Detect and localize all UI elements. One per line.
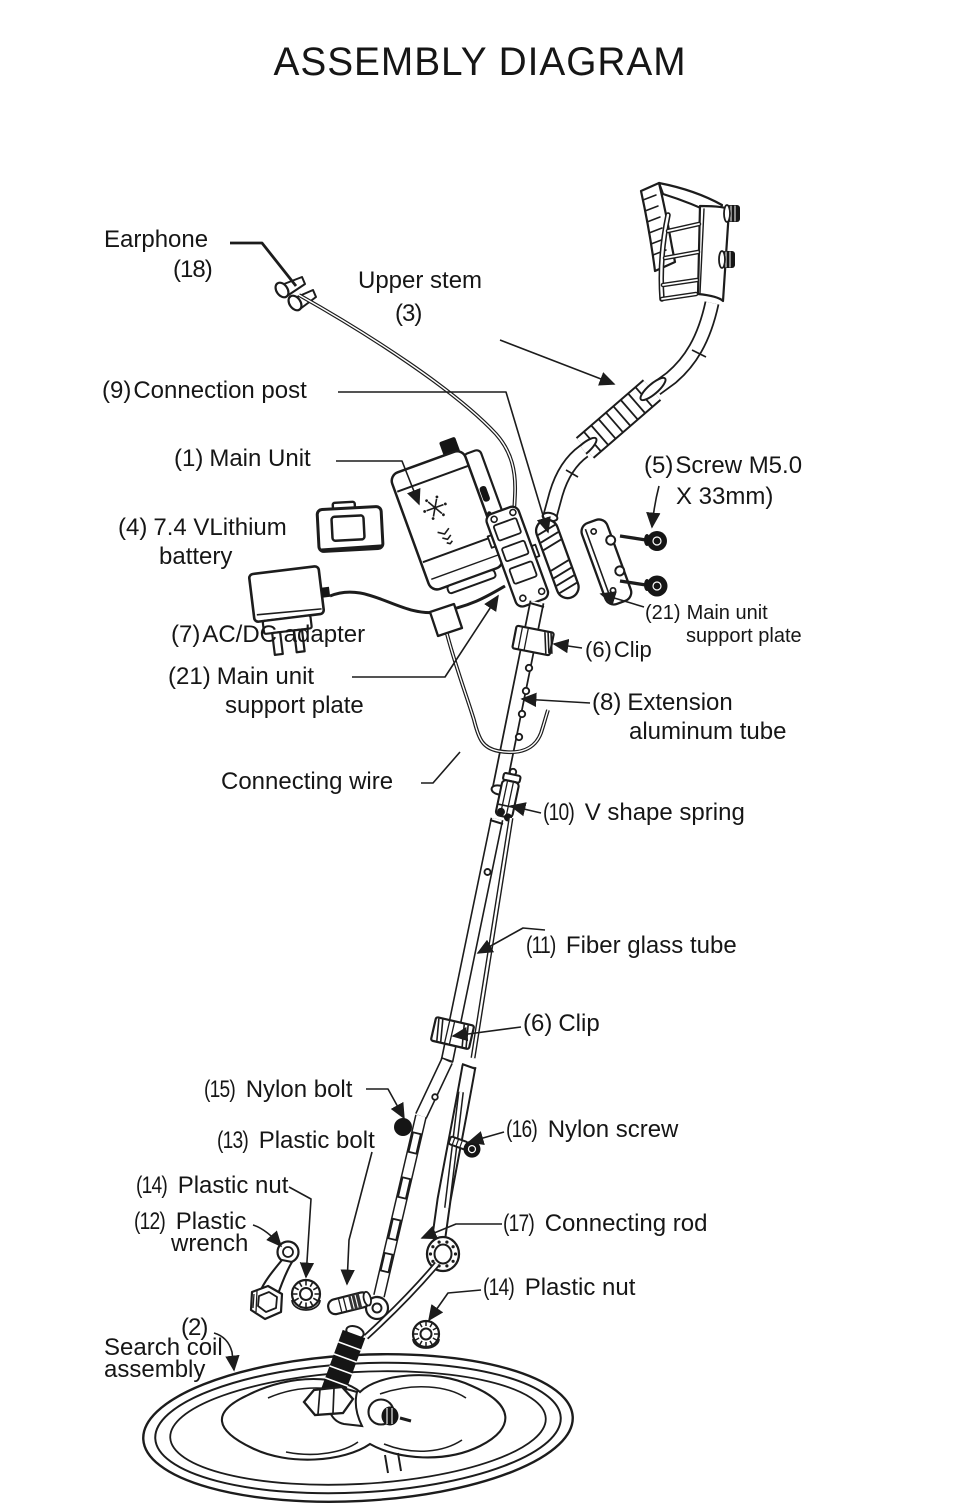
label-upper-stem-num: (3) (395, 300, 422, 327)
label-nylon-bolt: (15)Nylon bolt (204, 1076, 353, 1103)
clip-upper-drawing (511, 624, 555, 657)
label-search-coil-line2: assembly (104, 1356, 206, 1383)
earphone-icon (274, 276, 317, 312)
label-extension-tube: (8)Extension (592, 689, 733, 716)
label-plastic-wrench-line2: wrench (171, 1230, 249, 1257)
armrest-bolt-icon (718, 204, 740, 269)
label-plastic-wrench: (12)Plastic (134, 1208, 247, 1235)
label-earphone: Earphone (104, 226, 209, 253)
coil-stem-drawing (302, 1261, 440, 1417)
plastic-wrench-icon (249, 1240, 300, 1321)
support-plate-right-drawing (580, 518, 633, 606)
label-battery: (4)7.4 VLithium (118, 514, 287, 541)
label-clip-upper: (6)Clip (585, 637, 652, 662)
label-clip-lower: (6)Clip (523, 1010, 600, 1037)
label-support-plate-left: (21)Main unit (168, 663, 315, 690)
label-plastic-nut-left: (14)Plastic nut (136, 1172, 289, 1199)
connecting-wire-drawing (428, 602, 550, 755)
battery-icon (315, 500, 385, 553)
armrest-drawing (639, 181, 740, 303)
label-upper-stem: Upper stem (358, 267, 483, 294)
support-plate-left-drawing (485, 505, 550, 608)
label-nylon-screw: (16)Nylon screw (506, 1116, 679, 1143)
label-support-plate-right-line2: support plate (686, 625, 802, 647)
leader-lines (213, 241, 661, 1372)
label-battery-line2: battery (159, 543, 233, 570)
label-main-unit: (1)Main Unit (174, 445, 311, 472)
nylon-bolt-icon (394, 1118, 412, 1136)
lower-pole-drawing (364, 1058, 453, 1321)
label-plastic-nut-lower: (14)Plastic nut (483, 1274, 636, 1301)
plastic-nut-lower-icon (411, 1319, 441, 1349)
main-unit-logo-icon (423, 495, 447, 520)
label-extension-tube-line2: aluminum tube (629, 718, 787, 745)
label-connection-post: (9)Connection post (102, 377, 307, 404)
search-coil-drawing (142, 1353, 574, 1503)
label-fiber-glass-tube: (11)Fiber glass tube (526, 932, 737, 959)
label-earphone-num: (18) (173, 256, 213, 283)
page-title: ASSEMBLY DIAGRAM (273, 40, 687, 84)
label-screw-m5-line2: X 33mm) (676, 483, 774, 510)
plastic-nut-left-icon (290, 1278, 322, 1311)
extension-tube-drawing (490, 600, 555, 796)
label-search-coil-num: (2) (181, 1314, 208, 1341)
ac-dc-adapter-icon (248, 565, 331, 657)
label-connecting-wire: Connecting wire (221, 768, 394, 795)
label-support-plate-right: (21)Main unit (645, 602, 768, 624)
adapter-cable-drawing (329, 584, 506, 615)
upper-stem-drawing (541, 301, 720, 523)
label-screw-m5: (5)Screw M5.0 (644, 452, 803, 479)
label-search-coil: Search coil (104, 1334, 223, 1361)
label-v-shape-spring: (10)V shape spring (543, 799, 745, 826)
screw-m5-icon (619, 531, 668, 597)
clip-lower-drawing (430, 1016, 475, 1050)
label-ac-dc-adapter: (7)AC/DC adapter (171, 621, 366, 648)
label-connecting-rod: (17)Connecting rod (503, 1210, 708, 1237)
label-support-plate-left-line2: support plate (225, 692, 364, 719)
plastic-bolt-icon (327, 1290, 372, 1316)
label-plastic-bolt: (13)Plastic bolt (217, 1127, 375, 1154)
